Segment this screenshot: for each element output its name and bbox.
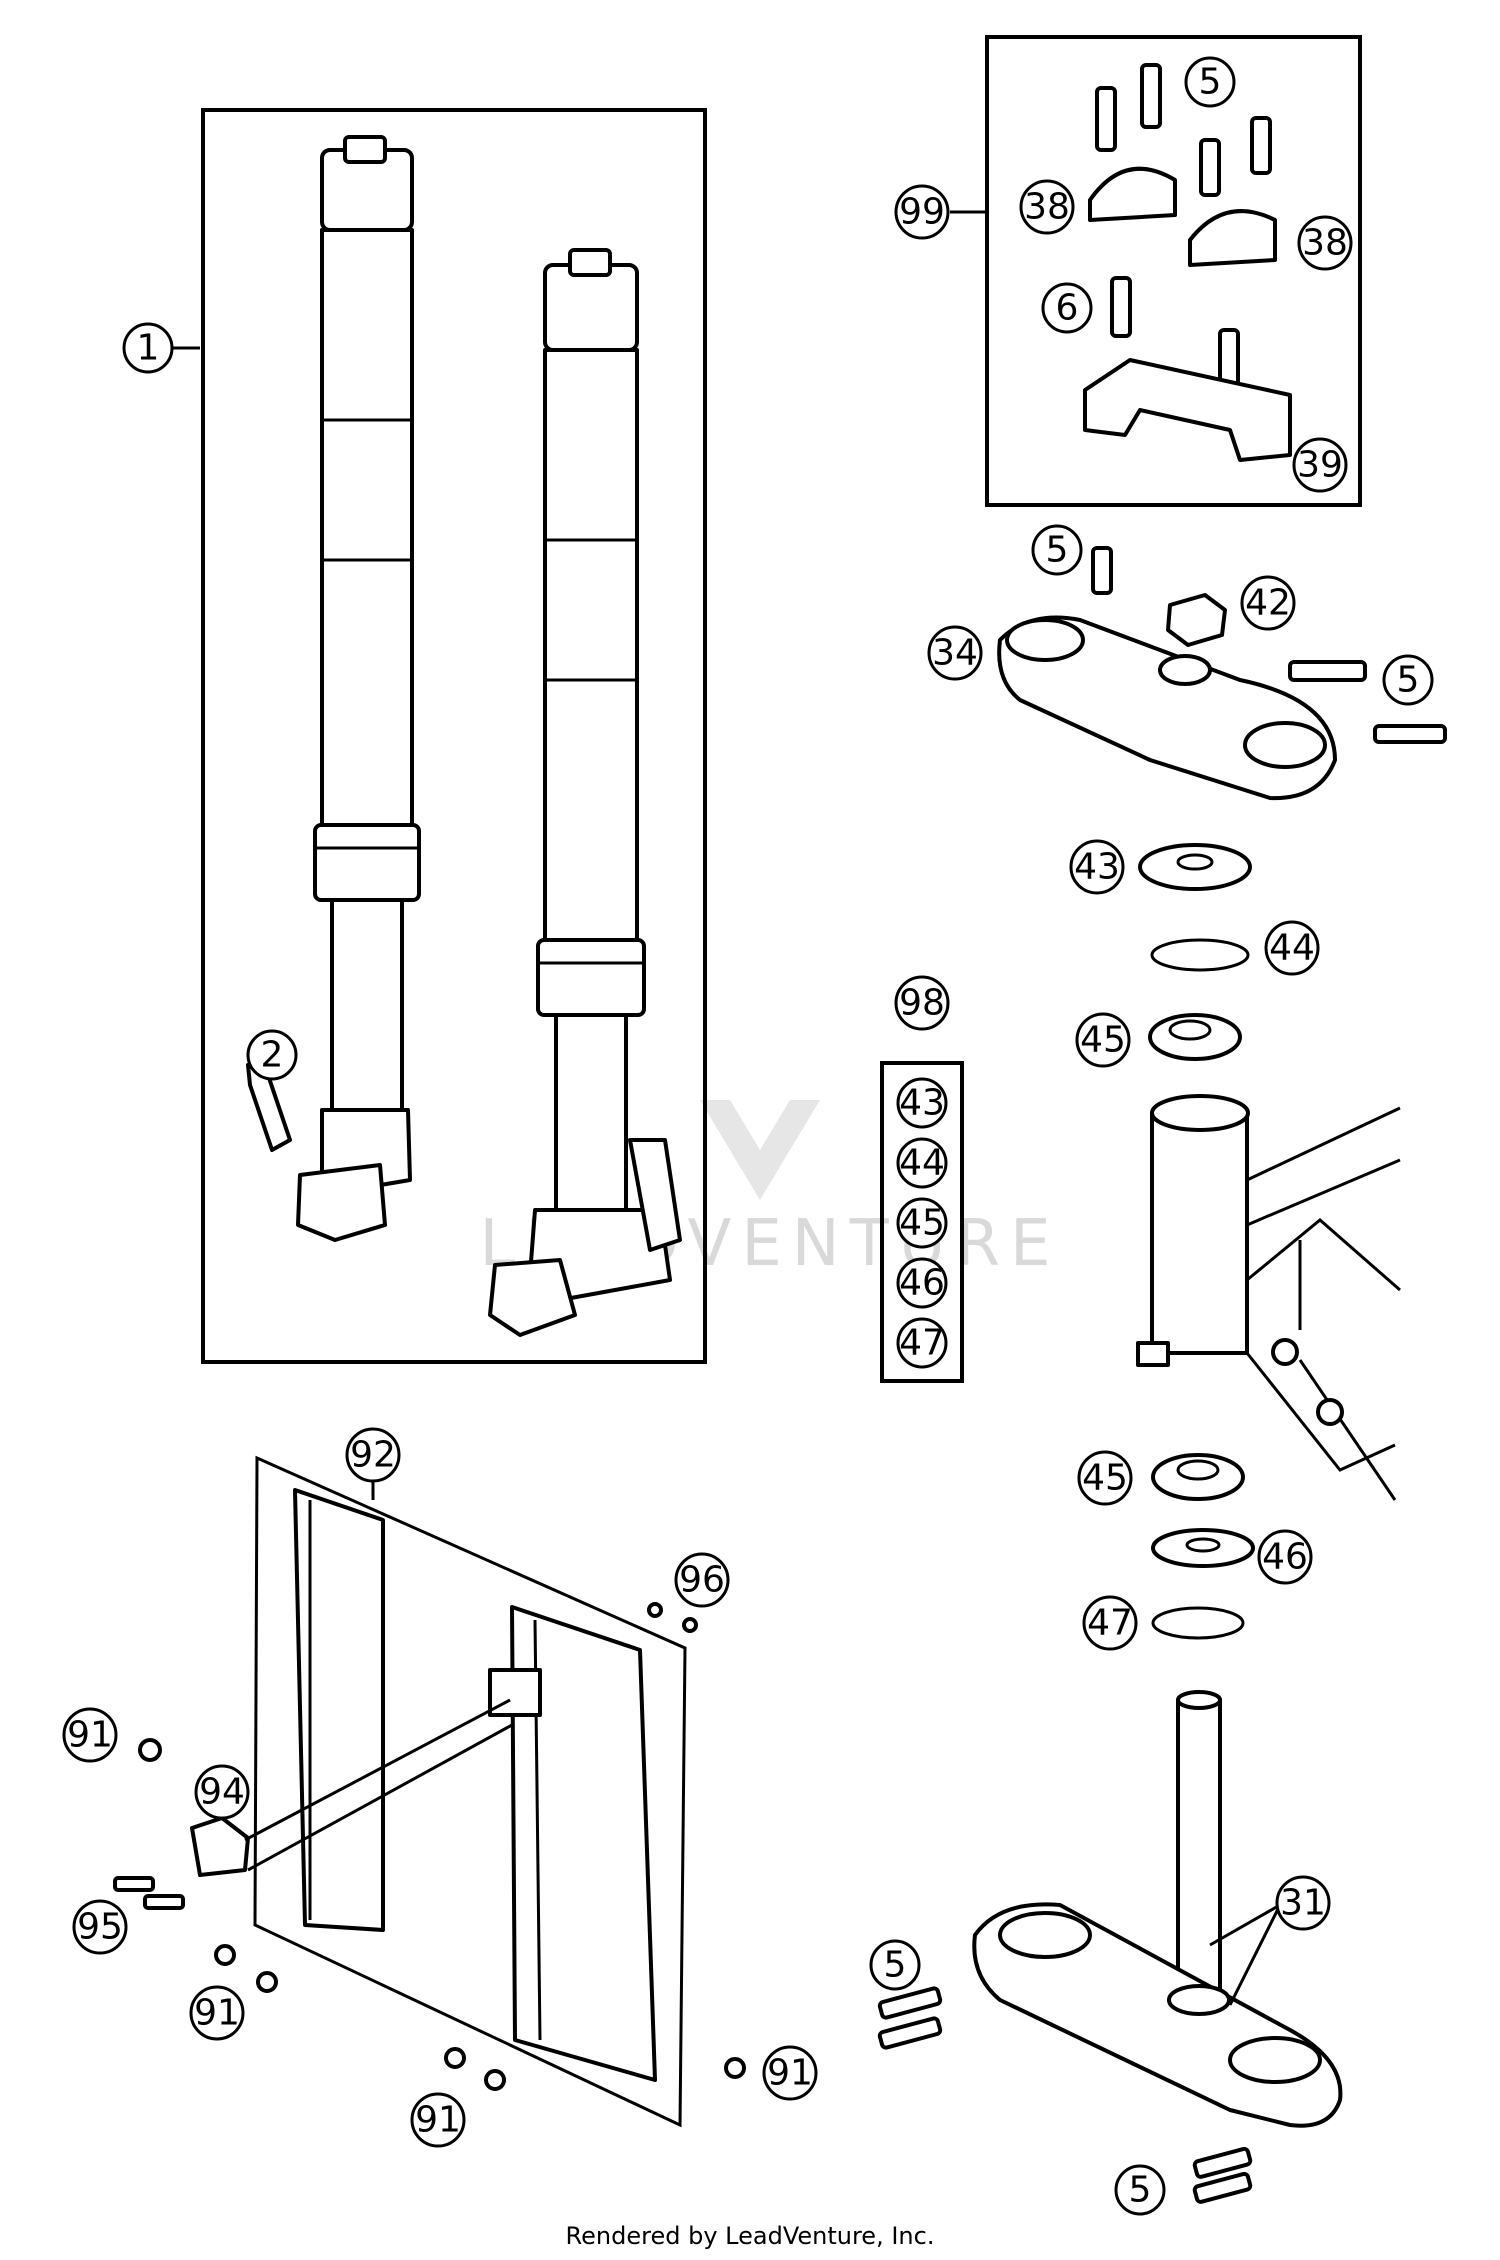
handlebar-clamp-kit-box [985, 35, 1362, 507]
svg-text:6: 6 [1056, 288, 1079, 329]
svg-text:91: 91 [194, 1993, 240, 2034]
svg-text:92: 92 [350, 1435, 396, 1476]
svg-text:91: 91 [67, 1715, 113, 1756]
svg-text:38: 38 [1302, 223, 1348, 264]
svg-text:98: 98 [899, 983, 945, 1024]
svg-text:5: 5 [1129, 2170, 1152, 2211]
bearing-kit-box [880, 1061, 964, 1383]
callout-34: 34 [927, 625, 983, 681]
svg-text:91: 91 [767, 2053, 813, 2094]
callout-91: 91 [62, 1707, 118, 1763]
footer-credit: Rendered by LeadVenture, Inc. [566, 2222, 935, 2250]
callout-6: 6 [1041, 282, 1093, 334]
callout-38: 38 [1019, 179, 1075, 235]
callout-5: 5 [1382, 654, 1434, 706]
svg-text:44: 44 [1269, 928, 1315, 969]
callout-46: 46 [1257, 1529, 1313, 1585]
svg-text:34: 34 [932, 633, 978, 674]
svg-text:5: 5 [1397, 660, 1420, 701]
callout-43: 43 [1069, 839, 1125, 895]
callout-5: 5 [1184, 56, 1236, 108]
svg-text:43: 43 [899, 1083, 945, 1124]
kit-item-46: 46 [896, 1257, 948, 1309]
left-fork-leg [246, 135, 421, 1242]
svg-text:1: 1 [137, 328, 160, 369]
upper-triple-clamp [997, 546, 1447, 801]
svg-text:45: 45 [1080, 1020, 1126, 1061]
svg-text:5: 5 [1199, 62, 1222, 103]
callout-5: 5 [869, 1939, 921, 1991]
lower-bearing-stack [1151, 1453, 1255, 1640]
callout-96: 96 [674, 1552, 730, 1608]
callout-91: 91 [762, 2045, 818, 2101]
callout-42: 42 [1240, 575, 1296, 631]
svg-text:99: 99 [899, 192, 945, 233]
svg-text:43: 43 [1074, 847, 1120, 888]
callout-45: 45 [1077, 1450, 1133, 1506]
svg-text:38: 38 [1024, 187, 1070, 228]
kit-item-45: 45 [896, 1197, 948, 1249]
callout-95: 95 [72, 1899, 128, 1955]
svg-text:39: 39 [1297, 445, 1343, 486]
svg-text:31: 31 [1280, 1883, 1326, 1924]
callout-91: 91 [189, 1985, 245, 2041]
callout-1: 1 [122, 322, 174, 374]
callout-99: 99 [894, 184, 950, 240]
callout-94: 94 [194, 1764, 250, 1820]
svg-text:2: 2 [261, 1035, 284, 1076]
kit-item-44: 44 [896, 1137, 948, 1189]
fork-assembly-box [201, 108, 707, 1364]
upper-bearing-stack [1138, 843, 1252, 1061]
kit-item-47: 47 [896, 1317, 948, 1369]
svg-text:5: 5 [884, 1945, 907, 1986]
callout-39: 39 [1292, 437, 1348, 493]
svg-text:46: 46 [1262, 1537, 1308, 1578]
svg-text:45: 45 [1082, 1458, 1128, 1499]
svg-text:94: 94 [199, 1772, 245, 1813]
svg-text:96: 96 [679, 1560, 725, 1601]
svg-text:45: 45 [899, 1203, 945, 1244]
svg-text:42: 42 [1245, 583, 1291, 624]
svg-text:47: 47 [1087, 1603, 1133, 1644]
callout-5: 5 [1031, 524, 1083, 576]
svg-text:47: 47 [899, 1323, 945, 1364]
callout-31: 31 [1275, 1875, 1331, 1931]
svg-text:46: 46 [899, 1263, 945, 1304]
svg-text:91: 91 [415, 2100, 461, 2141]
callout-2: 2 [246, 1029, 298, 1081]
kit-item-43: 43 [896, 1077, 948, 1129]
callout-45: 45 [1075, 1012, 1131, 1068]
callout-98: 98 [894, 975, 950, 1031]
handlebar-clamp-parts [1083, 63, 1292, 462]
svg-text:5: 5 [1046, 530, 1069, 571]
callout-47: 47 [1082, 1595, 1138, 1651]
svg-text:95: 95 [77, 1907, 123, 1948]
lower-triple-clamp [877, 1690, 1343, 2204]
callout-91: 91 [410, 2092, 466, 2148]
svg-text:44: 44 [899, 1143, 945, 1184]
fork-guard-panel [113, 1450, 746, 2128]
callout-92: 92 [345, 1427, 401, 1483]
callout-44: 44 [1264, 920, 1320, 976]
right-fork-leg [488, 248, 682, 1337]
callout-38: 38 [1297, 215, 1353, 271]
callout-5: 5 [1114, 2164, 1166, 2216]
frame-head-tube [1136, 1094, 1401, 1501]
